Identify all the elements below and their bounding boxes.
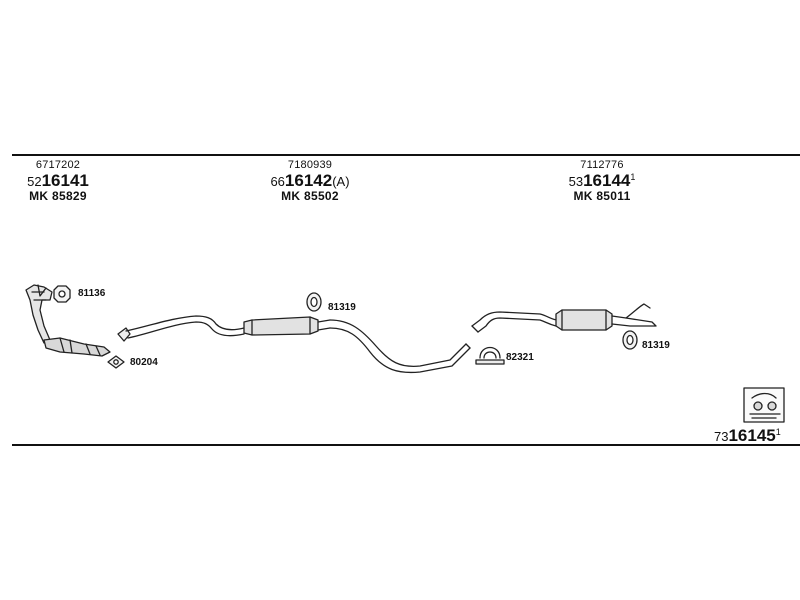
part-block-front[interactable]: 6717202 5216141 MK 85829 bbox=[18, 159, 98, 204]
part-label: 80204 bbox=[130, 357, 158, 368]
oe-number: 7112776 bbox=[580, 159, 624, 171]
mk-number: MK 85011 bbox=[573, 189, 631, 204]
part-block-rear[interactable]: 7112776 53161441 MK 85011 bbox=[556, 159, 648, 204]
mk-number: MK 85829 bbox=[29, 189, 87, 204]
part-block-middle[interactable]: 7180939 6616142(A) MK 85502 bbox=[262, 159, 358, 204]
front-pipe-icon[interactable] bbox=[117, 315, 245, 342]
part-label: 81136 bbox=[78, 288, 106, 299]
oe-number: 7180939 bbox=[287, 159, 333, 171]
mk-number: MK 85502 bbox=[281, 189, 339, 204]
gasket-icon[interactable] bbox=[107, 355, 125, 369]
part-number: 5216141 bbox=[27, 170, 89, 190]
front-pipe-icon[interactable] bbox=[329, 319, 471, 374]
set-number[interactable]: 73161451 bbox=[714, 426, 781, 445]
exhaust-manifold-icon[interactable] bbox=[25, 284, 111, 357]
rubber-mount-icon[interactable] bbox=[306, 292, 322, 312]
gasket-icon[interactable] bbox=[53, 285, 71, 303]
middle-silencer-icon[interactable] bbox=[243, 316, 331, 336]
rubber-mount-icon[interactable] bbox=[622, 330, 638, 350]
part-label: 82321 bbox=[506, 352, 534, 363]
parts-kit-icon[interactable] bbox=[743, 387, 785, 423]
rear-silencer-icon[interactable] bbox=[471, 303, 657, 333]
oe-number: 6717202 bbox=[35, 159, 81, 171]
bottom-divider bbox=[12, 444, 800, 446]
part-label: 81319 bbox=[642, 340, 670, 351]
clamp-icon[interactable] bbox=[475, 346, 505, 365]
top-divider bbox=[12, 154, 800, 156]
part-number: 6616142(A) bbox=[270, 170, 350, 190]
part-label: 81319 bbox=[328, 302, 356, 313]
part-number: 53161441 bbox=[568, 170, 636, 190]
